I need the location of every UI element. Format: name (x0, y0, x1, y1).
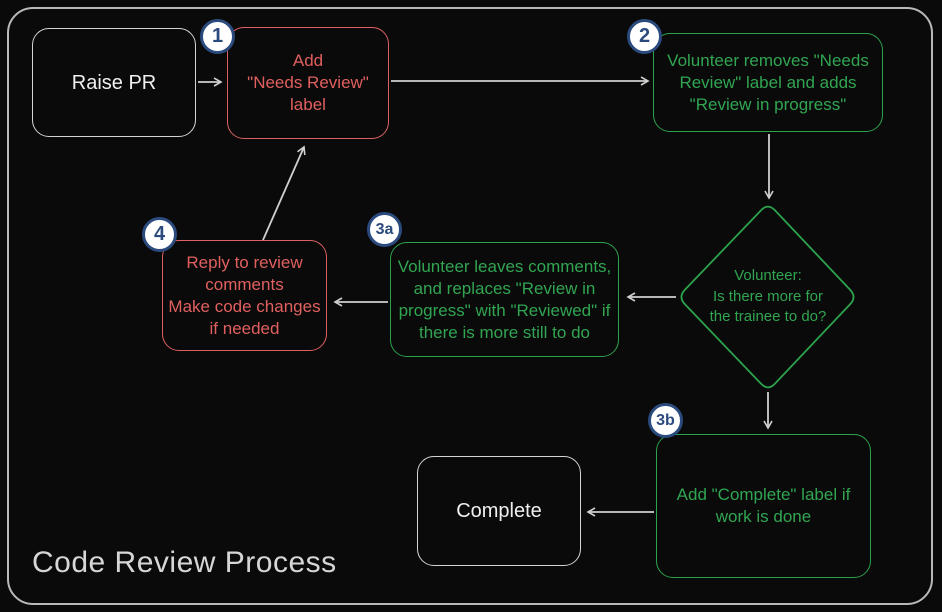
text-line: comments (205, 274, 284, 294)
text-line: work is done (715, 507, 812, 526)
diagram-title: Code Review Process (32, 546, 337, 579)
node-label: Raise PR (71, 71, 157, 94)
node-label: Complete (456, 500, 542, 522)
step-number-badge-4: 4 (142, 217, 177, 252)
text-line: Reply to review (186, 252, 303, 272)
text-line: label (290, 95, 326, 114)
text-line: Is there more for (712, 287, 824, 305)
node-step3b-add-complete-label: Add "Complete" label if work is done (656, 434, 871, 578)
text-line: Add "Complete" label if (676, 485, 851, 504)
step-number-badge-3a: 3a (367, 212, 402, 247)
text-line: progress" with "Reviewed" if (398, 300, 611, 320)
outer-frame-border (7, 7, 933, 605)
text-line: Review" label and adds (679, 72, 857, 92)
node-step1-add-needs-review: Add "Needs Review" label (227, 27, 389, 139)
text-line: Add (292, 51, 324, 70)
step-number-badge-1: 1 (200, 19, 235, 54)
text-line: if needed (209, 318, 280, 338)
badge-label: 3b (656, 411, 675, 429)
text-line: "Needs Review" (247, 73, 369, 92)
step-number-badge-3b: 3b (648, 403, 683, 438)
node-raise-pr: Raise PR (32, 28, 196, 137)
decision-diamond-label: Volunteer: Is there more for the trainee… (683, 266, 853, 328)
arrow-step4-to-step1 (262, 147, 304, 241)
badge-label: 2 (638, 25, 651, 47)
node-step2-volunteer-removes-label: Volunteer removes "Needs Review" label a… (653, 33, 883, 132)
decision-diamond-shape (680, 205, 855, 389)
node-complete: Complete (417, 456, 581, 566)
text-line: there is more still to do (418, 322, 590, 342)
step-number-badge-2: 2 (627, 19, 662, 54)
node-step3a-volunteer-leaves-comments: Volunteer leaves comments, and replaces … (390, 242, 619, 357)
badge-label: 4 (153, 223, 166, 245)
text-line: Make code changes (168, 296, 321, 316)
text-line: the trainee to do? (709, 308, 827, 325)
node-step4-reply-to-comments: Reply to review comments Make code chang… (162, 240, 327, 351)
text-line: and replaces "Review in (413, 278, 596, 298)
badge-label: 1 (211, 25, 224, 47)
text-line: Volunteer removes "Needs (667, 50, 869, 70)
text-line: Volunteer: (734, 267, 802, 284)
text-line: Volunteer leaves comments, (397, 256, 612, 276)
text-line: "Review in progress" (689, 94, 847, 114)
badge-label: 3a (375, 220, 394, 238)
